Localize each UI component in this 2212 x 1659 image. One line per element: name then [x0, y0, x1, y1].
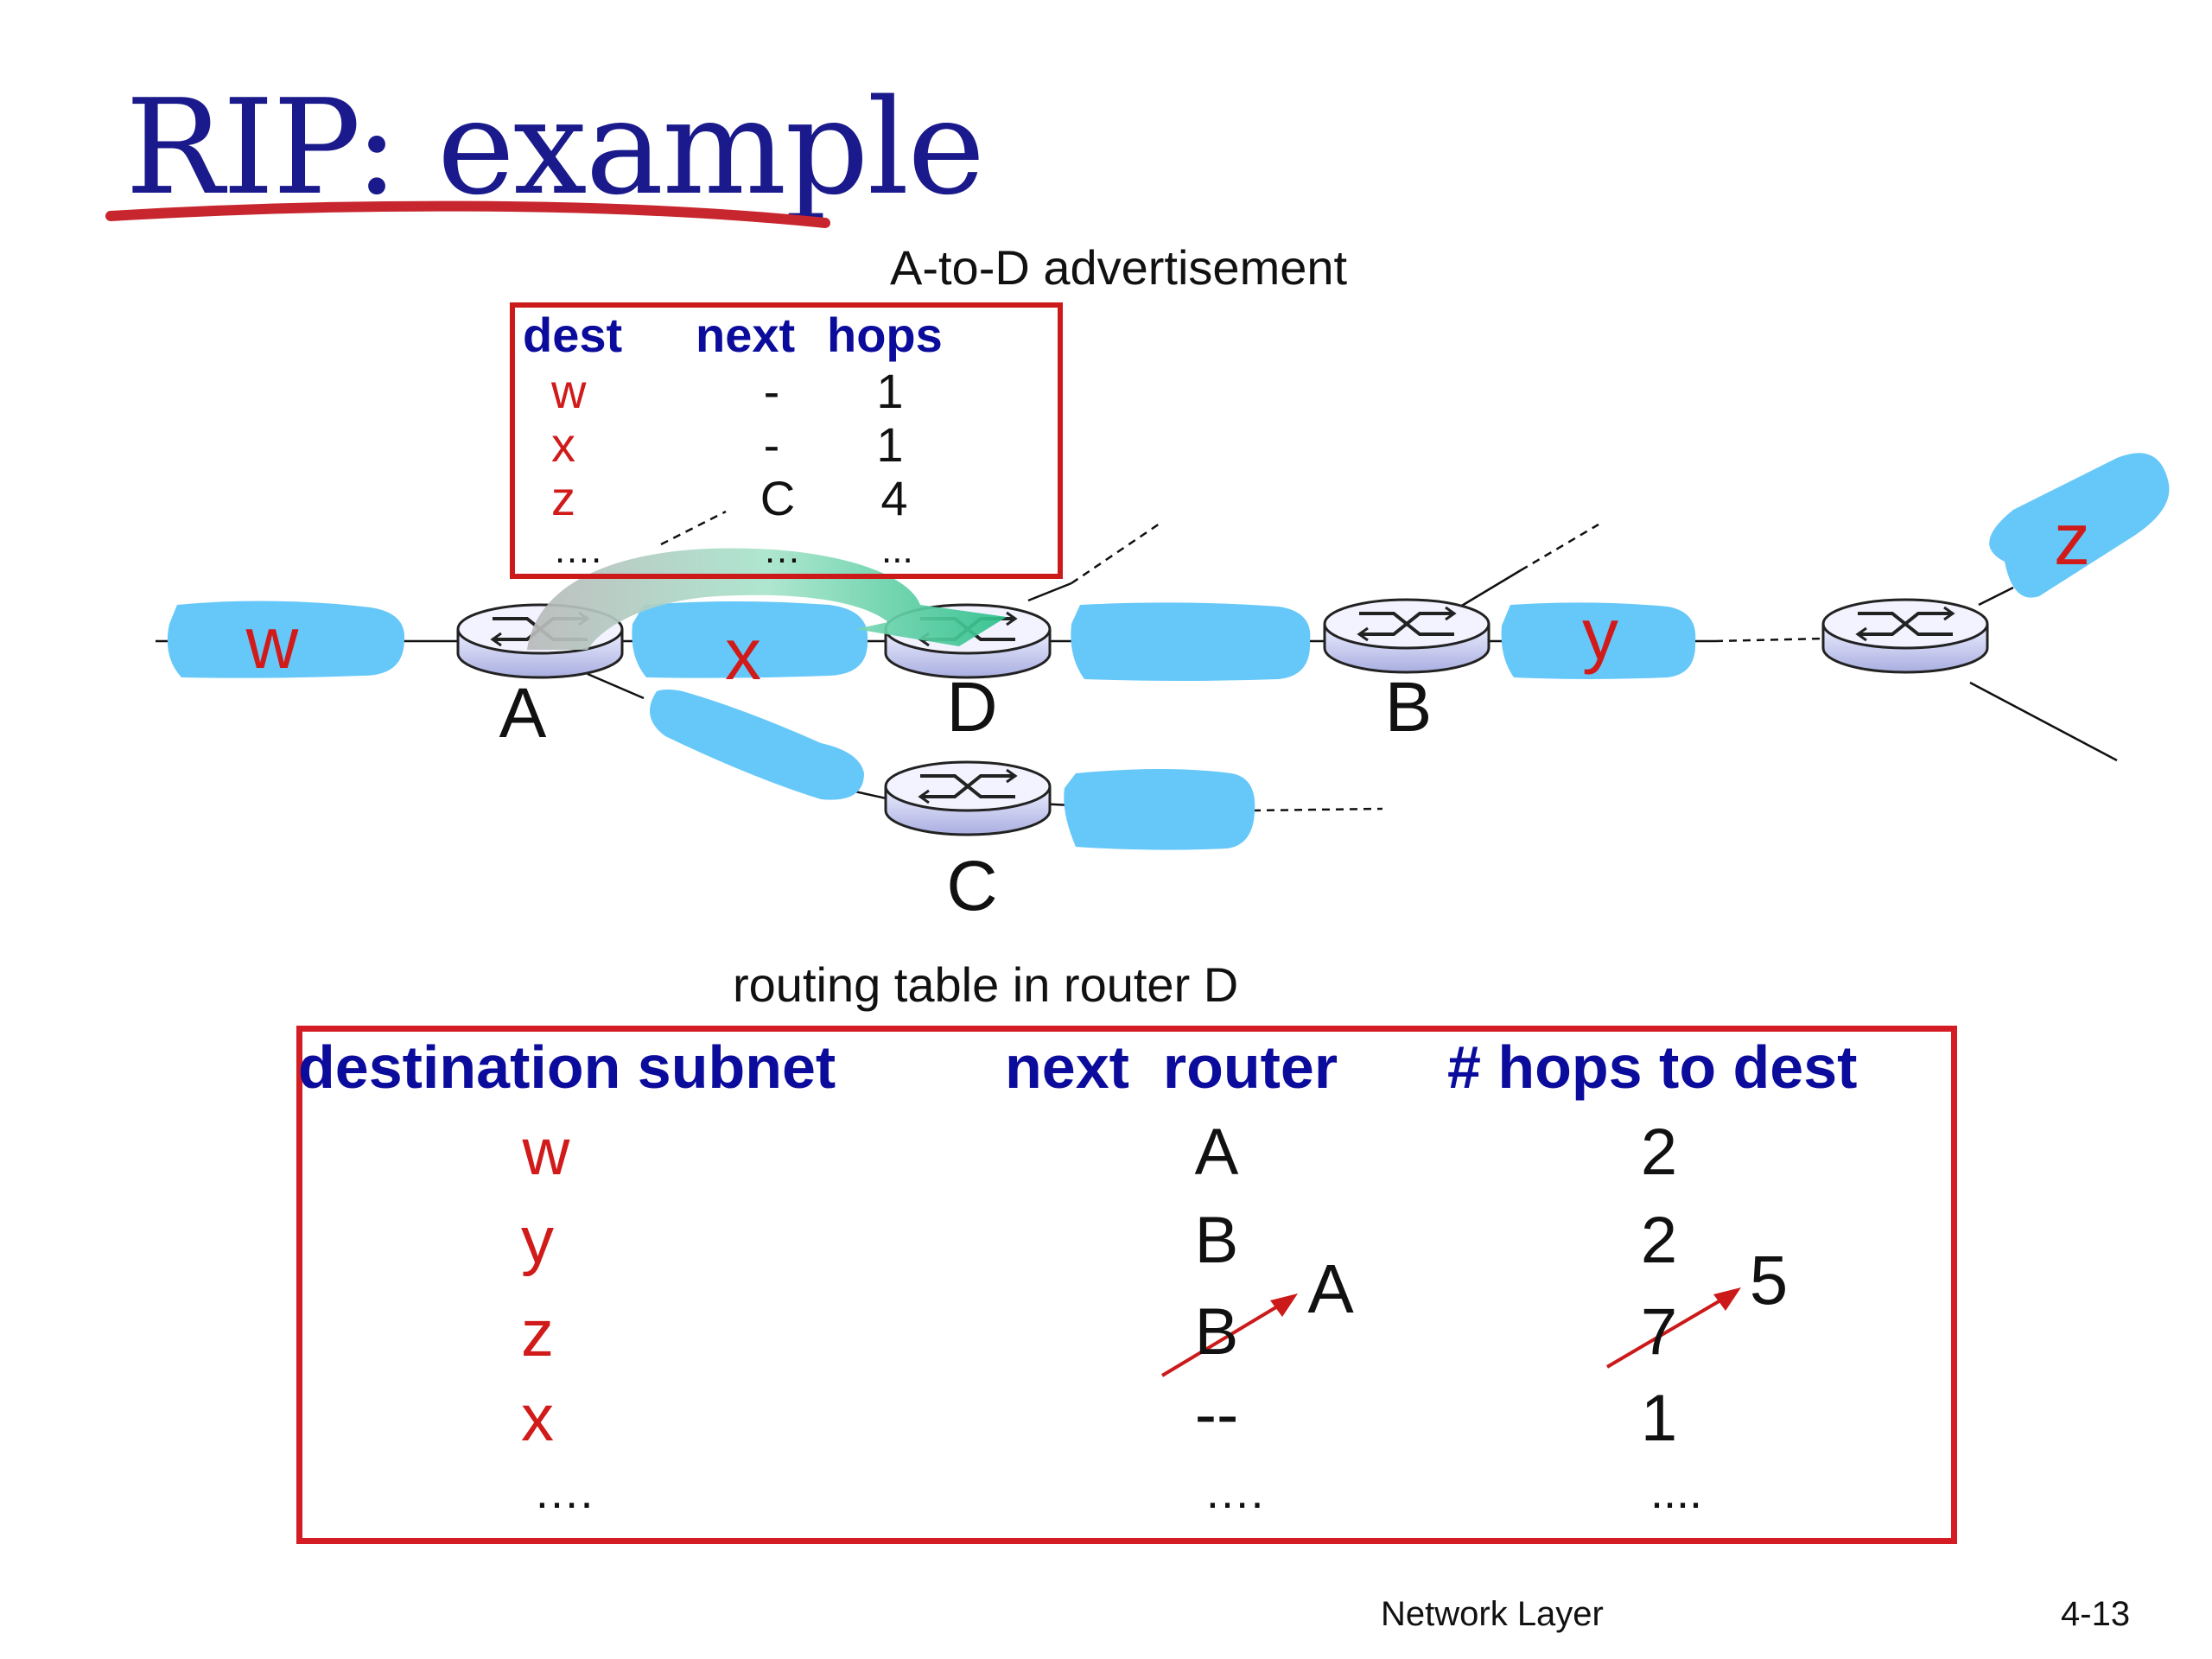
ad-row-next: C: [760, 471, 796, 525]
rt-row-hops: ....: [1649, 1466, 1703, 1518]
rt-row-hops-new: 5: [1749, 1242, 1789, 1319]
rt-row-hops: 2: [1640, 1116, 1678, 1189]
subnet-x-blob: [632, 601, 868, 678]
rt-row-dest: ….: [533, 1466, 594, 1518]
advertisement-arrow: [527, 548, 1007, 650]
ad-row-hops: 1: [876, 417, 904, 472]
hops-update-arrow: [1605, 1293, 1732, 1369]
rt-row-next-old: B: [1194, 1295, 1239, 1369]
rt-row-next-new: A: [1307, 1250, 1354, 1327]
router-b: [1323, 598, 1491, 674]
subnet-c-blob: [1064, 769, 1255, 850]
title-underline: [105, 200, 830, 228]
ad-row-dest: ….: [553, 529, 602, 571]
ad-row-hops: ...: [881, 529, 913, 571]
rt-row-hops-old: 7: [1640, 1295, 1678, 1369]
ad-row-hops: 4: [880, 471, 908, 525]
rt-header-dest: destination subnet: [298, 1033, 836, 1101]
rt-header-next: next router: [1005, 1033, 1338, 1101]
routing-table-box: [296, 1026, 1957, 1544]
ad-row-next: -: [763, 364, 780, 418]
rt-row-dest: z: [521, 1297, 554, 1370]
rt-row-dest: w: [522, 1116, 570, 1189]
ad-row-dest: z: [551, 471, 575, 525]
footer-page-number: 4-13: [2061, 1595, 2131, 1633]
subnet-label-y: y: [1582, 594, 1618, 675]
subnet-blobs: [167, 453, 2170, 850]
subnet-w-blob: [167, 601, 405, 678]
subnet-label-w: w: [245, 602, 299, 683]
subnet-dB-blob: [1071, 602, 1311, 681]
footer-chapter: Network Layer: [1381, 1595, 1604, 1633]
rt-row-next: ….: [1204, 1466, 1264, 1518]
rt-row-next: B: [1194, 1204, 1239, 1277]
slide-title: RIP: example: [125, 71, 985, 224]
subnet-label-z: z: [2054, 499, 2090, 580]
router-c: [884, 760, 1052, 836]
rt-row-hops: 1: [1640, 1382, 1678, 1455]
router-z: [1821, 598, 1989, 674]
routing-table-caption: routing table in router D: [733, 957, 1239, 1012]
ad-row-next: -: [763, 417, 780, 472]
rt-row-dest: y: [521, 1204, 554, 1277]
subnet-z-blob: [1989, 453, 2170, 598]
router-label-d: D: [946, 668, 998, 747]
rt-header-hops: # hops to dest: [1447, 1033, 1858, 1101]
ad-row-next: …: [763, 529, 801, 571]
ad-header-next: next: [696, 308, 796, 362]
ad-header-dest: dest: [523, 308, 623, 362]
subnet-y-blob: [1501, 602, 1696, 679]
next-update-arrow: [1160, 1299, 1289, 1377]
advertisement-box: [510, 302, 1063, 579]
ad-row-dest: x: [551, 417, 575, 472]
ad-row-dest: w: [551, 364, 587, 418]
ad-header-hops: hops: [827, 308, 943, 362]
rt-row-dest: x: [521, 1382, 554, 1455]
advertisement-caption: A-to-D advertisement: [890, 240, 1348, 295]
router-label-a: A: [499, 674, 547, 753]
router-label-c: C: [946, 847, 998, 925]
dashed-links: [660, 510, 1824, 812]
router-label-b: B: [1384, 668, 1433, 747]
subnet-ac-blob: [650, 690, 864, 800]
rt-row-next: A: [1194, 1116, 1239, 1189]
subnet-label-x: x: [725, 613, 761, 695]
rt-row-hops: 2: [1640, 1204, 1678, 1277]
ad-row-hops: 1: [876, 364, 904, 418]
rt-row-next: --: [1194, 1378, 1239, 1452]
